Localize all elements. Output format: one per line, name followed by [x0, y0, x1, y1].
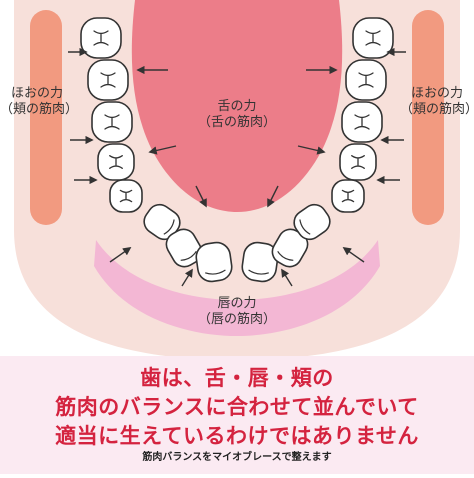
cheek-force-text-left: ほおの力 [10, 86, 63, 101]
tongue-force-text: 舌の力 [217, 99, 257, 114]
lip-muscle-text: （唇の筋肉） [197, 312, 276, 327]
front-tooth-2 [165, 228, 203, 268]
banner-subtext: 筋肉バランスをマイオブレースで整えます [142, 452, 332, 463]
cheek-muscle-left [30, 10, 62, 225]
lip-muscle [94, 240, 380, 336]
cheek-force-label-right: ほおの力 （頬の筋肉） [400, 86, 474, 118]
lip-force-label: 唇の力 （唇の筋肉） [197, 296, 277, 328]
molar-tooth-right-2 [345, 59, 387, 101]
tongue-arrow-right-2 [297, 145, 326, 155]
teeth-row [80, 17, 394, 283]
molar-tooth-right-5 [331, 179, 365, 213]
tongue-arrow-center-2 [267, 185, 279, 208]
molar-tooth-left-4 [97, 143, 135, 181]
tongue [131, 0, 343, 212]
tongue-force-label: 舌の力 （舌の筋肉） [197, 99, 277, 131]
cheek-muscle-right [412, 10, 444, 225]
tongue-muscle-text: （舌の筋肉） [197, 115, 276, 130]
tongue-arrow-center-1 [195, 185, 207, 208]
banner-line-2: 筋肉のバランスに合わせて並んでいて [55, 395, 419, 419]
banner-line-3: 適当に生えているわけではありません [55, 424, 419, 448]
front-tooth-3 [195, 241, 233, 283]
force-arrows [68, 47, 406, 287]
banner-background [0, 356, 474, 474]
front-tooth-6 [293, 203, 331, 241]
cheek-force-label-left: ほおの力 （頬の筋肉） [0, 86, 79, 118]
molar-tooth-left-3 [91, 101, 133, 143]
front-tooth-4 [241, 241, 279, 283]
lip-force-text: 唇の力 [217, 296, 257, 311]
cheek-muscle-text-right: （頬の筋肉） [400, 102, 474, 117]
lip-arrow-3 [281, 268, 293, 287]
molar-tooth-left-5 [109, 179, 143, 213]
message-banner: 歯は、舌・唇・頬の 筋肉のバランスに合わせて並んでいて 適当に生えているわけでは… [0, 356, 474, 474]
molar-tooth-right-4 [339, 143, 377, 181]
molar-tooth-left-1 [80, 17, 122, 59]
lip-arrow-1 [109, 247, 132, 263]
cheek-force-text-right: ほおの力 [410, 86, 463, 101]
cheek-muscle-text-left: （頬の筋肉） [0, 102, 79, 117]
lip-arrow-2 [181, 268, 193, 287]
tongue-arrow-left-2 [148, 145, 177, 155]
molar-tooth-left-2 [87, 59, 129, 101]
molar-tooth-right-1 [352, 17, 394, 59]
molar-tooth-right-3 [341, 101, 383, 143]
lip-arrow-4 [342, 247, 365, 263]
banner-line-1: 歯は、舌・唇・頬の [140, 366, 334, 390]
